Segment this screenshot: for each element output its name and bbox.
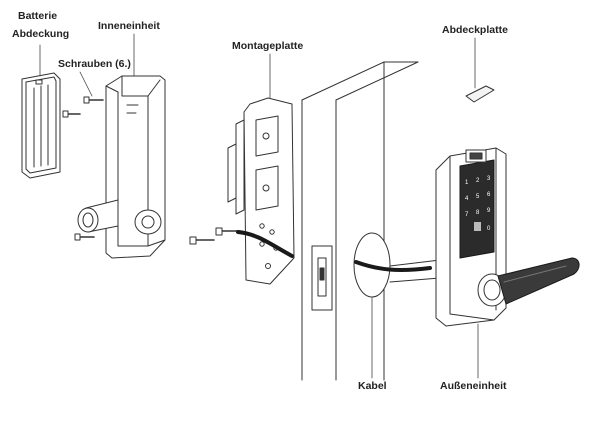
keypad-key: 0: [487, 226, 491, 232]
label-cover-plate: Abdeckplatte: [442, 24, 508, 36]
indoor-unit: [77, 75, 166, 259]
label-mounting-plate: Montageplatte: [232, 40, 304, 52]
door-bore-hole: [353, 232, 441, 298]
label-indoor-unit: Inneneinheit: [98, 20, 160, 32]
fingerprint-sensor-icon: [474, 222, 481, 231]
keypad-key: 6: [487, 192, 491, 198]
keypad-key: 4: [465, 196, 469, 202]
keypad-key: 1: [465, 180, 469, 186]
leader-lines: [39, 33, 479, 379]
cable-segment: [236, 230, 294, 258]
screw: [189, 236, 215, 245]
door: [301, 61, 419, 381]
label-outdoor-unit: Außeneinheit: [440, 380, 507, 392]
label-cable: Kabel: [358, 380, 387, 392]
battery-cover: [21, 72, 61, 179]
label-screws: Schrauben (6.): [58, 58, 131, 70]
keypad-key: 3: [487, 176, 491, 182]
screw: [74, 233, 95, 241]
lever-handle: [477, 257, 580, 307]
cover-plate-part: [465, 85, 495, 103]
keypad-key: 5: [476, 194, 480, 200]
mounting-plate: [227, 97, 295, 285]
keypad: 1 2 3 4 5 6 7 8 9 0: [465, 176, 491, 232]
keypad-key: 2: [476, 178, 480, 184]
screw: [62, 110, 81, 118]
keypad-key: 9: [487, 208, 491, 214]
keypad-key: 7: [465, 212, 469, 218]
label-battery-cover-line1: Batterie: [18, 10, 58, 22]
label-battery-cover-line2: Abdeckung: [12, 28, 70, 40]
screw: [83, 96, 104, 104]
keypad-key: 8: [476, 210, 480, 216]
